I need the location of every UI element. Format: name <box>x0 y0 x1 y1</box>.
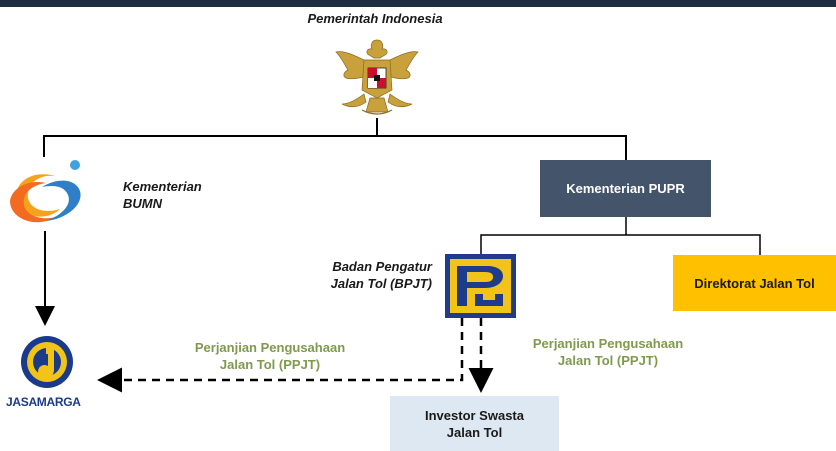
label-kementerian-bumn-line1: Kementerian <box>123 179 202 194</box>
jasamarga-logo-icon: JASAMARGA <box>2 334 82 414</box>
label-kementerian-bumn-line2: BUMN <box>123 196 162 211</box>
direktorat-jalan-tol-box: Direktorat Jalan Tol <box>673 255 836 311</box>
hierarchy-line-pupr <box>480 234 761 255</box>
label-bpjt-line1: Badan Pengatur <box>332 259 432 274</box>
label-bpjt: Badan Pengatur Jalan Tol (BPJT) <box>305 258 432 292</box>
label-kementerian-bumn: Kementerian BUMN <box>123 178 233 212</box>
label-ppjt-right: Perjanjian Pengusahaan Jalan Tol (PPJT) <box>503 335 713 369</box>
pu-logo-icon <box>445 254 516 318</box>
dashed-arrow-to-jasamarga <box>97 318 464 393</box>
investor-swasta-box: Investor Swasta Jalan Tol <box>390 396 559 451</box>
hierarchy-line-main <box>43 135 627 160</box>
label-bpjt-line2: Jalan Tol (BPJT) <box>330 276 432 291</box>
investor-line1: Investor Swasta <box>425 407 524 423</box>
label-ppjt-left-line1: Perjanjian Pengusahaan <box>194 340 346 355</box>
top-bar <box>0 0 836 7</box>
label-ppjt-right-line1: Perjanjian Pengusahaan <box>532 336 684 351</box>
label-ppjt-left-line2: Jalan Tol (PPJT) <box>219 357 321 372</box>
jasamarga-wordmark: JASAMARGA <box>6 395 81 409</box>
bumn-logo-icon <box>6 157 86 231</box>
investor-line2: Jalan Tol <box>446 424 503 440</box>
kementerian-pupr-box: Kementerian PUPR <box>540 160 711 217</box>
title-pemerintah: Pemerintah Indonesia <box>307 11 443 26</box>
garuda-emblem-icon <box>334 36 420 118</box>
label-ppjt-left: Perjanjian Pengusahaan Jalan Tol (PPJT) <box>165 339 375 373</box>
label-ppjt-right-line2: Jalan Tol (PPJT) <box>557 353 659 368</box>
